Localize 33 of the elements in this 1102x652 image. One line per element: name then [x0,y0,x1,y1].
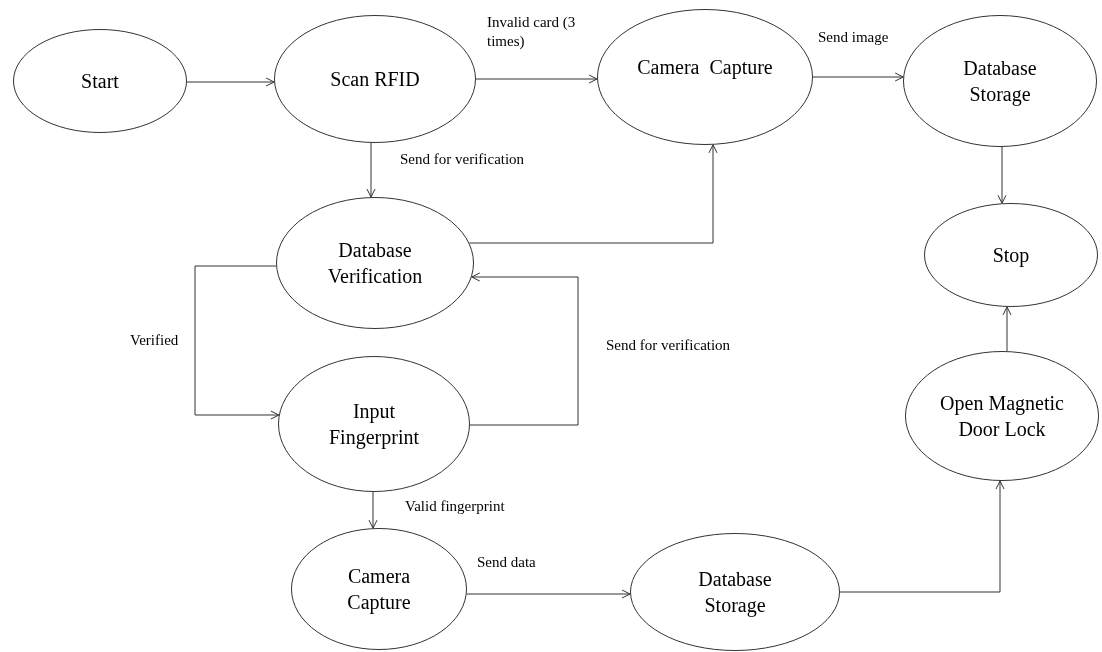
node-label: Database Verification [326,238,424,289]
arrow [466,589,631,599]
node-label: Database Storage [697,567,773,618]
node-label: Stop [991,243,1031,268]
arrow [194,265,280,420]
arrow [812,72,904,82]
process-ellipse [924,203,1098,307]
node-label: Input Fingerprint [328,399,420,450]
process-ellipse [903,15,1097,147]
node-label: Start [80,69,120,94]
arrow [469,272,579,426]
arrow [366,142,376,198]
node-label: Camera Capture [636,55,774,80]
process-ellipse [274,15,476,143]
arrow [368,491,378,529]
arrow [839,480,1005,593]
process-ellipse [597,9,813,145]
process-ellipse [291,528,467,650]
node-label: Scan RFID [329,67,421,92]
arrow [468,144,718,244]
arrow [475,74,598,84]
process-ellipse [905,351,1099,481]
node-label: Database Storage [962,56,1038,107]
arrow [1002,306,1012,352]
process-ellipse [13,29,187,133]
edge-label: Valid fingerprint [405,497,505,516]
node-label: Open Magnetic Door Lock [939,391,1065,442]
arrow [997,146,1007,204]
node-label: Camera Capture [346,564,412,615]
process-ellipse [278,356,470,492]
arrow [186,77,275,87]
process-ellipse [276,197,474,329]
process-ellipse [630,533,840,651]
